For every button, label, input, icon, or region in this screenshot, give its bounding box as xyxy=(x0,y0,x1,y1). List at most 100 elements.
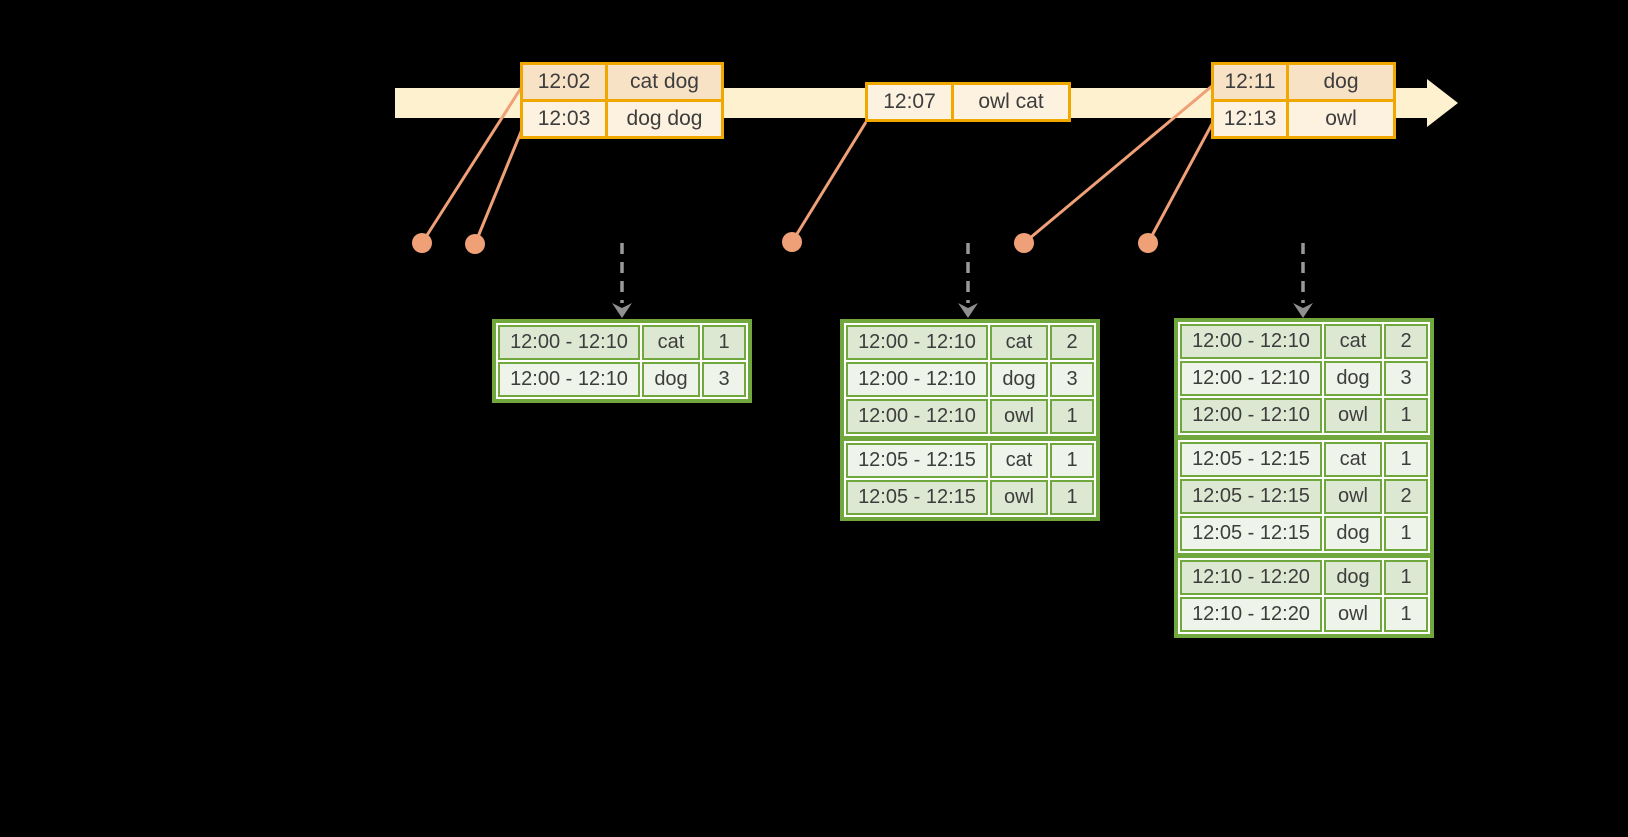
window-cell: 12:05 - 12:15 xyxy=(1180,479,1322,514)
count-cell: 2 xyxy=(1050,325,1094,360)
window-cell: 12:00 - 12:10 xyxy=(1180,361,1322,396)
word-cell: cat xyxy=(642,325,700,360)
window-cell: 12:10 - 12:20 xyxy=(1180,597,1322,632)
trigger-arrowheads xyxy=(612,303,1313,318)
event-connector-line xyxy=(790,121,868,243)
word-cell: cat xyxy=(1324,442,1382,477)
count-cell: 1 xyxy=(1050,399,1094,434)
trigger-arrows xyxy=(620,243,1305,303)
window-cell: 12:00 - 12:10 xyxy=(498,325,640,360)
window-group-separator xyxy=(844,436,1096,441)
event-dot xyxy=(465,234,485,254)
count-cell: 1 xyxy=(1050,443,1094,478)
count-cell: 1 xyxy=(1384,597,1428,632)
word-cell: dog xyxy=(1324,560,1382,595)
count-cell: 2 xyxy=(1384,324,1428,359)
window-group-separator xyxy=(1178,553,1430,558)
trigger-arrowhead-icon xyxy=(1293,303,1313,318)
event-dot xyxy=(1014,233,1034,253)
event-connector-line xyxy=(1146,123,1214,244)
count-cell: 1 xyxy=(1384,560,1428,595)
word-cell: owl xyxy=(990,480,1048,515)
word-cell: cat xyxy=(990,443,1048,478)
event-words-cell: dog dog xyxy=(605,102,721,136)
window-cell: 12:00 - 12:10 xyxy=(846,325,988,360)
event-time-cell: 12:02 xyxy=(523,65,605,99)
window-group-separator xyxy=(1178,435,1430,440)
window-cell: 12:05 - 12:15 xyxy=(846,443,988,478)
event-time-cell: 12:13 xyxy=(1214,102,1286,136)
word-cell: dog xyxy=(642,362,700,397)
count-cell: 3 xyxy=(1050,362,1094,397)
window-cell: 12:00 - 12:10 xyxy=(498,362,640,397)
event-dot xyxy=(412,233,432,253)
trigger-arrowhead-icon xyxy=(958,303,978,318)
word-cell: dog xyxy=(1324,516,1382,551)
word-cell: owl xyxy=(1324,479,1382,514)
window-cell: 12:00 - 12:10 xyxy=(1180,398,1322,433)
window-cell: 12:00 - 12:10 xyxy=(846,399,988,434)
count-cell: 2 xyxy=(1384,479,1428,514)
count-cell: 1 xyxy=(702,325,746,360)
event-time-cell: 12:07 xyxy=(868,85,951,119)
window-cell: 12:10 - 12:20 xyxy=(1180,560,1322,595)
event-words-cell: owl cat xyxy=(951,85,1068,119)
window-cell: 12:00 - 12:10 xyxy=(846,362,988,397)
count-cell: 1 xyxy=(1384,398,1428,433)
event-words-cell: cat dog xyxy=(605,65,721,99)
window-cell: 12:05 - 12:15 xyxy=(1180,516,1322,551)
word-cell: cat xyxy=(990,325,1048,360)
event-dots xyxy=(412,232,1158,254)
count-cell: 3 xyxy=(1384,361,1428,396)
window-cell: 12:00 - 12:10 xyxy=(1180,324,1322,359)
event-words-cell: dog xyxy=(1286,65,1393,99)
event-time-cell: 12:03 xyxy=(523,102,605,136)
word-cell: dog xyxy=(990,362,1048,397)
window-cell: 12:05 - 12:15 xyxy=(846,480,988,515)
word-cell: owl xyxy=(1324,398,1382,433)
word-cell: dog xyxy=(1324,361,1382,396)
window-cell: 12:05 - 12:15 xyxy=(1180,442,1322,477)
count-cell: 3 xyxy=(702,362,746,397)
count-cell: 1 xyxy=(1384,516,1428,551)
count-cell: 1 xyxy=(1384,442,1428,477)
trigger-arrowhead-icon xyxy=(612,303,632,318)
count-cell: 1 xyxy=(1050,480,1094,515)
event-connector-line xyxy=(473,126,525,245)
word-cell: owl xyxy=(990,399,1048,434)
word-cell: cat xyxy=(1324,324,1382,359)
timeline-arrowhead-icon xyxy=(1427,79,1458,127)
